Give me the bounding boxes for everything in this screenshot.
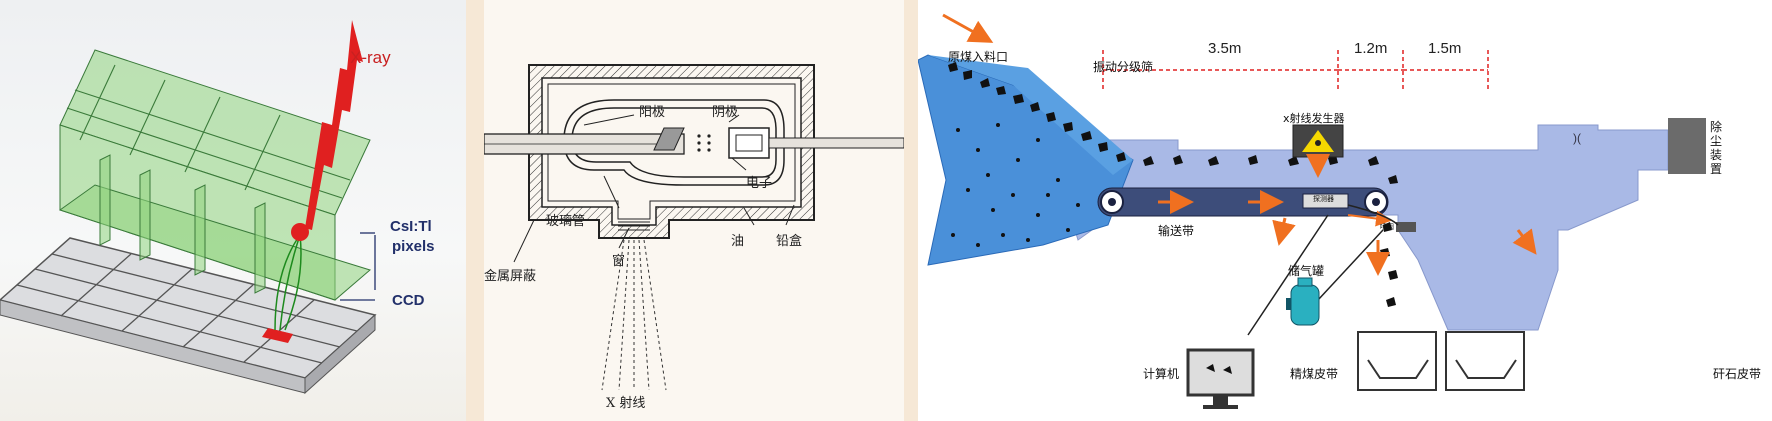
vibrating-screen-label: 振动分级筛 <box>1093 60 1154 74</box>
damper-icon: )( <box>1573 131 1581 145</box>
xray-bolt-icon <box>305 20 363 230</box>
xray-tube-diagram <box>484 64 904 391</box>
csi-ccd-diagram <box>0 20 377 395</box>
xray-fan-lines <box>601 239 667 391</box>
electron-label: 电子 <box>746 176 773 191</box>
conveyor-label: 输送带 <box>1158 224 1195 238</box>
xray-output-label: X 射线 <box>606 396 646 411</box>
anode-label: 阳极 <box>639 105 666 120</box>
lead-box-label: 铅盒 <box>776 234 803 249</box>
computer-icon <box>1186 348 1255 409</box>
xray-label: X-ray <box>350 48 391 67</box>
csi-pixel-array <box>58 49 372 301</box>
air-valve-icon <box>1396 222 1416 232</box>
label-leaders <box>513 114 795 263</box>
conveyor-belt <box>1097 187 1389 217</box>
xray-generator <box>1292 124 1344 178</box>
down-arrow-icon <box>1272 217 1296 246</box>
computer-label: 计算机 <box>1143 367 1180 381</box>
anode-rod <box>484 127 685 155</box>
air-tank-label: 储气罐 <box>1288 264 1325 278</box>
ccd-label: CCD <box>392 292 425 309</box>
glass-tube <box>563 99 785 186</box>
window <box>618 221 650 231</box>
csi-ccd-diagram-panel: X-ray CsI:Tl pixels CCD <box>0 0 466 421</box>
dimension-1-2m: 1.2m <box>1354 40 1388 57</box>
light-spread-icon <box>274 234 302 331</box>
cathode-assembly <box>728 127 904 159</box>
dust-removal-unit <box>1668 118 1706 174</box>
electron-beam-icon <box>697 134 711 152</box>
feed-arrow-icon <box>942 13 994 43</box>
gangue-belt-icon <box>1445 331 1525 391</box>
clean-coal-belt-label: 精煤皮带 <box>1290 367 1339 381</box>
clean-coal-belt-icon <box>1357 331 1437 391</box>
dimension-1-5m: 1.5m <box>1428 40 1462 57</box>
label-pointers <box>340 232 376 301</box>
gangue-belt-label: 矸石皮带 <box>1713 367 1762 381</box>
raw-coal-inlet-label: 原煤入料口 <box>948 50 1009 64</box>
cathode-label: 阴极 <box>712 105 739 120</box>
eject-arrow-icon <box>1347 210 1392 227</box>
vibrating-screen-hopper <box>918 54 1134 266</box>
valve-label: 喷阀 <box>1380 223 1394 231</box>
coal-sorting-diagram: )( <box>918 13 1706 409</box>
gangue-arrow-icon <box>1512 228 1537 255</box>
pixels-label: pixels <box>392 238 435 255</box>
oil-label: 油 <box>731 234 745 249</box>
interaction-point-icon <box>291 223 309 241</box>
dimension-lines <box>1102 50 1489 90</box>
ccd-base-plate <box>0 237 377 395</box>
dust-removal-label: 除尘装置 <box>1710 120 1723 176</box>
csi-label: CsI:Tl <box>390 218 432 235</box>
conveyor-housing <box>1057 124 1669 331</box>
xray-generator-label: x射线发生器 <box>1283 112 1345 125</box>
window-label: 窗 <box>612 254 626 269</box>
detector-label: 探测器 <box>1313 195 1334 203</box>
hopper-speckles <box>951 123 1080 247</box>
metal-shield-label: 金属屏蔽 <box>484 269 537 284</box>
coal-sorting-diagram-panel: )( <box>918 0 1772 421</box>
air-tank-icon <box>1286 277 1320 326</box>
glass-tube-label: 玻璃管 <box>546 214 586 229</box>
dimension-3-5m: 3.5m <box>1208 40 1242 57</box>
xray-tube-diagram-panel: 阳极 阴极 电子 玻璃管 油 铅盒 窗 金属屏蔽 X 射线 <box>484 0 904 421</box>
